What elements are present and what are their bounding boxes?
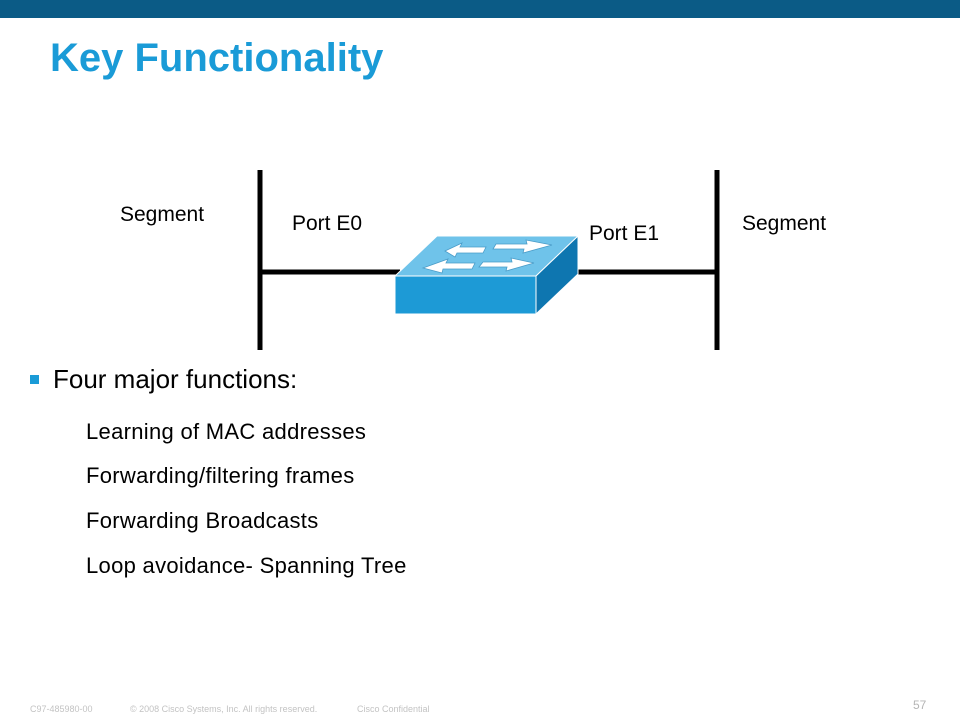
footer-copyright: © 2008 Cisco Systems, Inc. All rights re…: [130, 704, 318, 714]
list-item: Forwarding/filtering frames: [86, 463, 355, 488]
footer-doc-id: C97-485980-00: [30, 704, 93, 714]
list-item: Forwarding Broadcasts: [86, 508, 319, 533]
slide-title: Key Functionality: [50, 36, 384, 80]
list-item: Learning of MAC addresses: [86, 419, 367, 444]
top-banner: [0, 0, 960, 18]
page-number: 57: [913, 698, 927, 712]
bullet-list: Four major functions:: [28, 364, 297, 395]
port-e1-label: Port E1: [589, 222, 660, 245]
list-item: Loop avoidance- Spanning Tree: [86, 553, 407, 578]
square-bullet-icon: [30, 375, 39, 384]
left-segment-label: Segment: [120, 203, 205, 226]
network-switch-icon: [393, 234, 580, 316]
bullet-main-text: Four major functions:: [53, 364, 298, 394]
footer-confidential: Cisco Confidential: [357, 704, 430, 714]
right-segment-label: Segment: [742, 212, 827, 235]
port-e0-label: Port E0: [292, 212, 363, 235]
bullet-main: Four major functions:: [28, 364, 297, 395]
